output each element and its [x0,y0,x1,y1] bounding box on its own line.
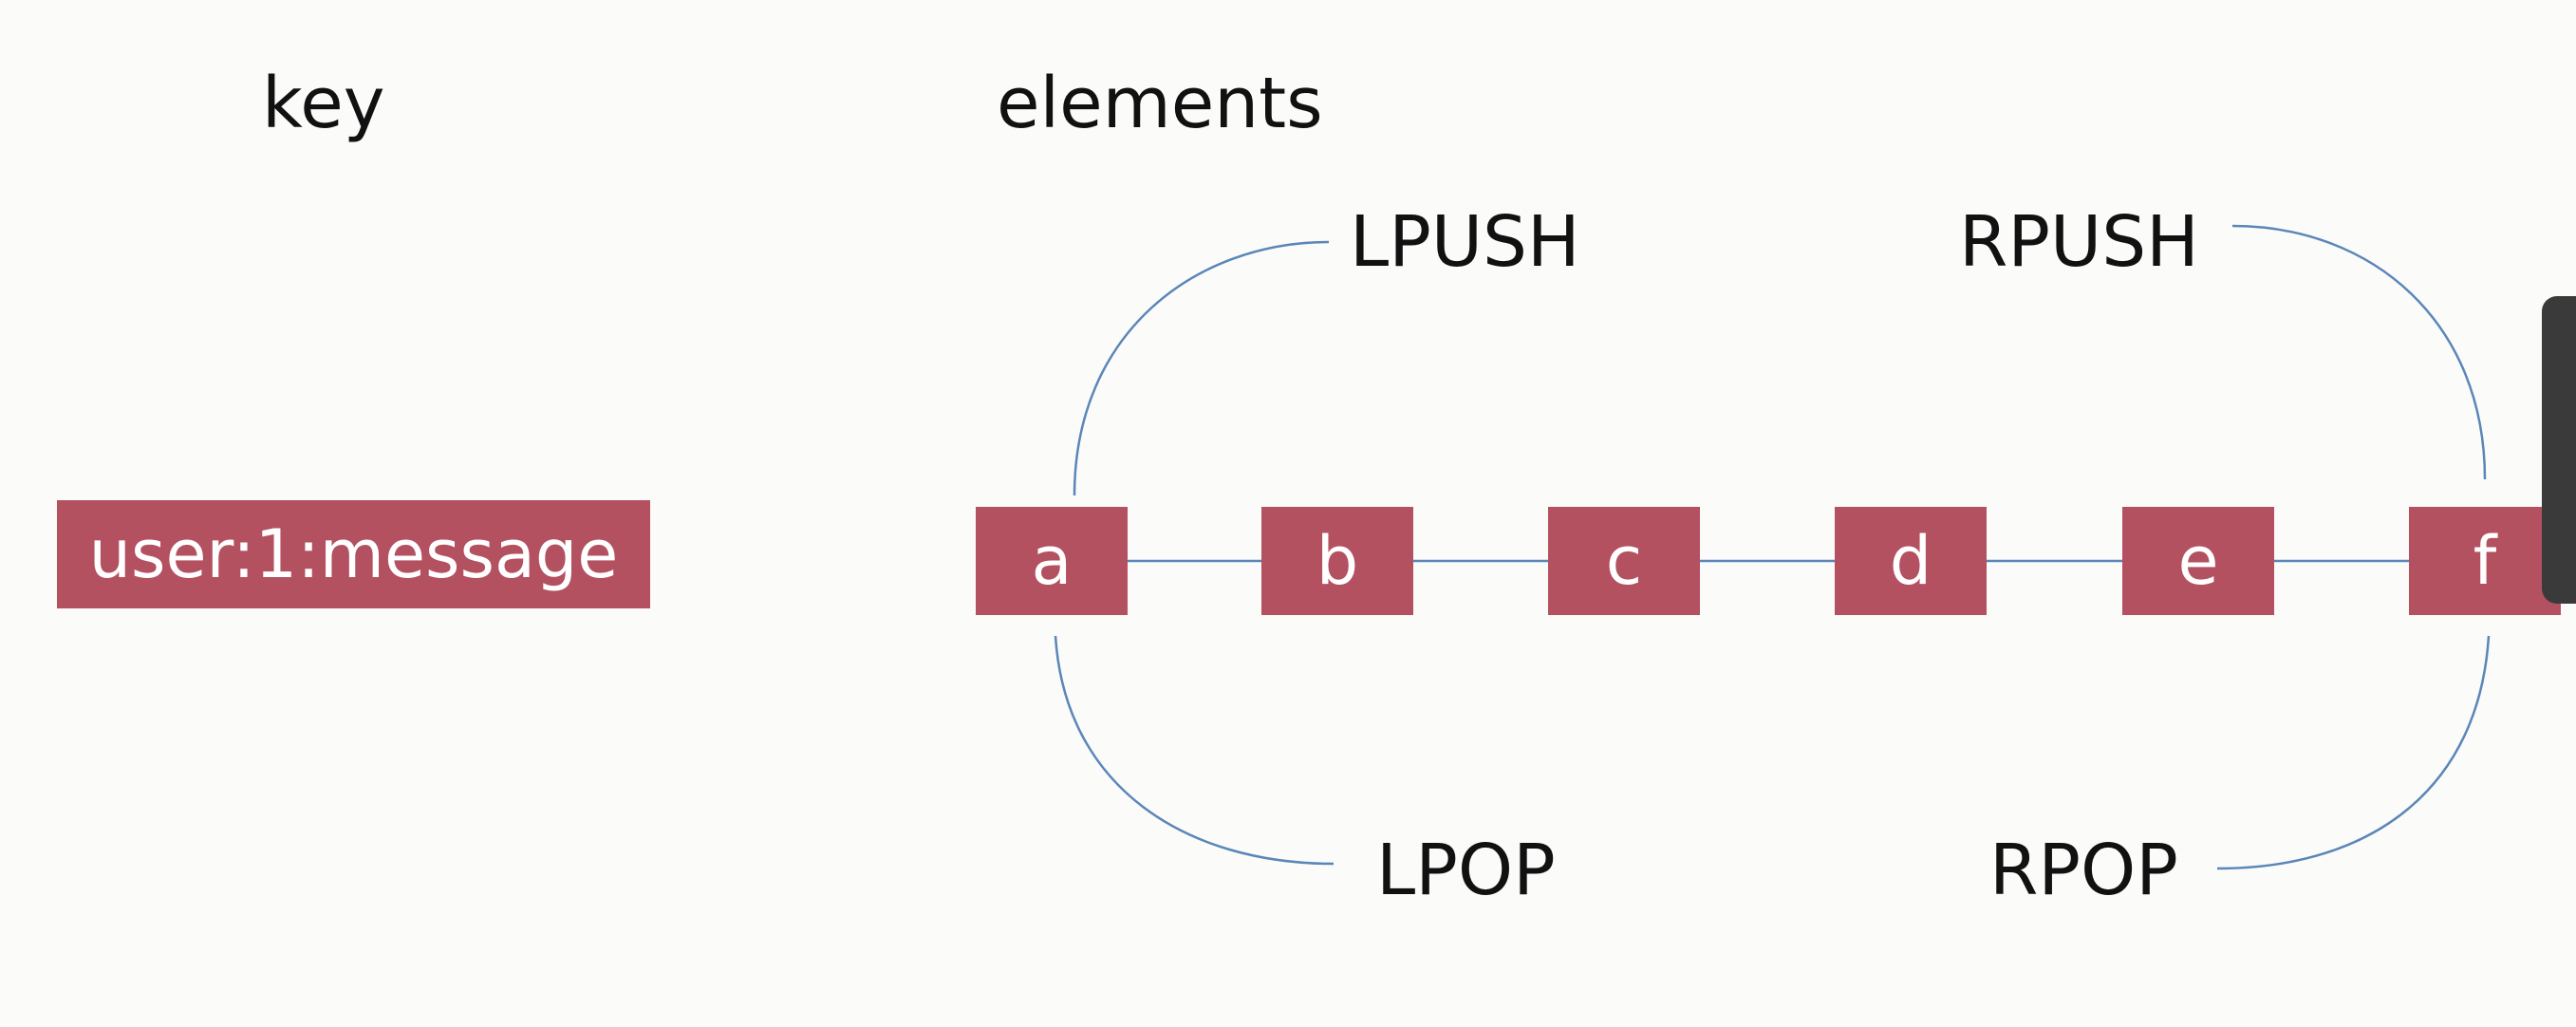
key-heading: key [262,63,385,144]
rpop-arrow [2216,635,2491,870]
lpush-label: LPUSH [1350,201,1580,283]
element-e: e [2122,507,2274,615]
lpush-arrow [1073,240,1330,496]
key-box: user:1:message [57,500,650,608]
elements-heading: elements [997,63,1323,144]
element-c: c [1548,507,1700,615]
rpush-arrow [2231,224,2487,480]
element-d: d [1835,507,1987,615]
rpop-label: RPOP [1989,830,2178,911]
scrollbar-handle[interactable] [2542,296,2576,604]
element-b: b [1261,507,1413,615]
lpop-label: LPOP [1376,830,1556,911]
lpop-arrow [1054,635,1335,866]
element-f: f [2409,507,2561,615]
rpush-label: RPUSH [1959,201,2199,283]
element-a: a [976,507,1128,615]
